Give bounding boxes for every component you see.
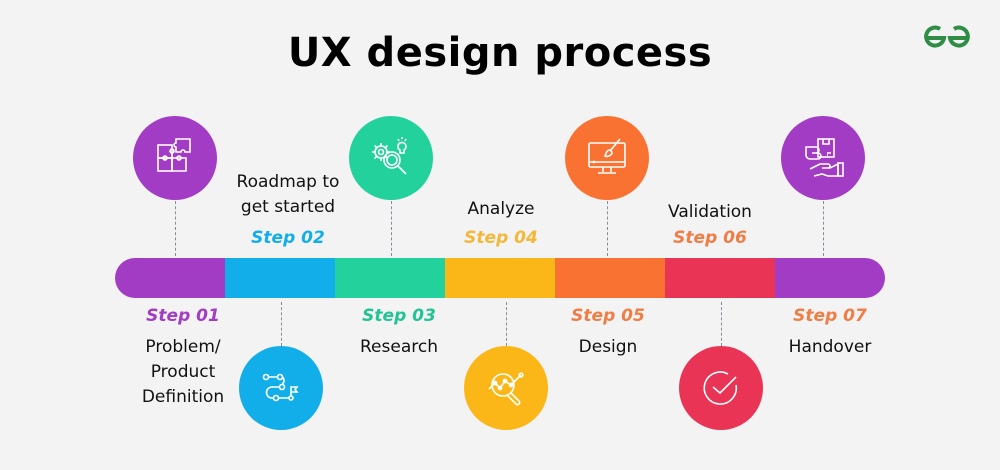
step-03-label: Research: [360, 337, 438, 357]
step-03-connector: [391, 201, 392, 256]
step-05-number: Step 05: [571, 306, 645, 326]
chart-magnifier-icon: [488, 372, 524, 406]
step-02-number: Step 02: [251, 228, 325, 248]
step-06-circle: [679, 346, 763, 430]
step-04-connector: [506, 302, 507, 346]
step-02-connector: [281, 302, 282, 346]
step-03-circle: [349, 116, 433, 200]
step-05-circle: [565, 116, 649, 200]
step-07-number: Step 07: [793, 306, 867, 326]
step-05-connector: [607, 201, 608, 256]
step-04-circle: [464, 346, 548, 430]
timeline-segment-4: [445, 258, 555, 298]
geeksforgeeks-logo-icon: [924, 25, 970, 48]
step-01-circle: [133, 116, 217, 200]
step-02-label: Roadmap to get started: [236, 172, 340, 217]
monitor-brush-icon: [588, 138, 626, 174]
timeline-segment-3: [335, 258, 445, 298]
hand-package-icon: [805, 138, 844, 177]
step-06-number: Step 06: [673, 228, 747, 248]
roadmap-path-icon: [262, 373, 299, 402]
step-04-number: Step 04: [464, 228, 538, 248]
timeline-segment-6: [665, 258, 775, 298]
timeline-segment-2: [225, 258, 335, 298]
timeline-segment-1: [115, 258, 225, 298]
step-04-label: Analyze: [467, 199, 535, 219]
puzzle-icon: [157, 138, 191, 172]
gear-magnifier-bulb-icon: [372, 137, 407, 175]
step-07-circle: [781, 116, 865, 200]
timeline-bar: [115, 258, 885, 298]
step-07-label: Handover: [788, 337, 872, 357]
step-05-label: Design: [578, 337, 638, 357]
timeline-segment-7: [775, 258, 885, 298]
step-03-number: Step 03: [362, 306, 436, 326]
step-01-label: Problem/ Product Definition: [141, 337, 225, 407]
timeline-segment-5: [555, 258, 665, 298]
step-07-connector: [823, 201, 824, 256]
step-06-label: Validation: [668, 202, 752, 222]
page-title: UX design process: [287, 30, 713, 76]
step-01-connector: [175, 201, 176, 256]
step-06-connector: [721, 302, 722, 346]
step-01-number: Step 01: [146, 306, 220, 326]
step-02-circle: [239, 346, 323, 430]
check-circle-icon: [703, 371, 738, 405]
